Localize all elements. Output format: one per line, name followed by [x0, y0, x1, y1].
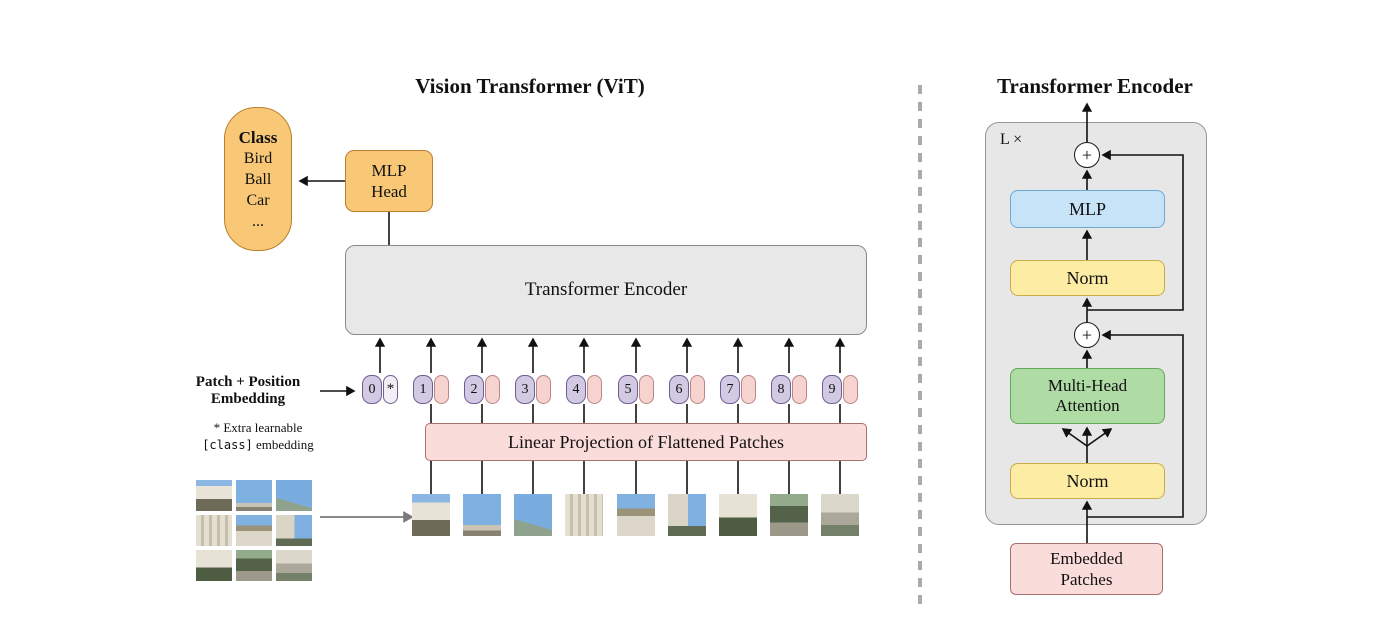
layer-repeat-label: L × — [1000, 131, 1023, 148]
embedded-patches-label: Patches — [1060, 570, 1113, 589]
patch-embedding-pill — [434, 375, 449, 404]
token-group-7: 7 — [720, 375, 756, 404]
vit-title: Vision Transformer (ViT) — [415, 74, 645, 98]
transformer-encoder-label: Transformer Encoder — [524, 279, 688, 300]
patch-embedding-pill — [639, 375, 654, 404]
class-item: ... — [251, 212, 264, 230]
grid-patch — [196, 515, 232, 546]
grid-patch — [236, 515, 272, 546]
class-item: Ball — [244, 170, 272, 188]
embedded-patches-label: Embedded — [1050, 549, 1123, 568]
position-embedding-pill: 1 — [413, 375, 433, 404]
position-embedding-pill: 7 — [720, 375, 740, 404]
patch-embedding-pill — [536, 375, 551, 404]
position-embedding-pill: 3 — [515, 375, 535, 404]
class-item: Bird — [243, 149, 273, 167]
token-group-9: 9 — [822, 375, 858, 404]
patch-embedding-pill — [792, 375, 807, 404]
token-arrows — [374, 337, 846, 373]
norm-box-top: Norm — [1010, 260, 1165, 296]
token-group-1: 1 — [413, 375, 449, 404]
norm-label: Norm — [1066, 471, 1109, 491]
mlp-head-label: Head — [371, 182, 407, 201]
image-patch — [617, 494, 655, 536]
grid-patch — [276, 550, 312, 581]
position-embedding-pill: 6 — [669, 375, 689, 404]
embedded-patches-box: Embedded Patches — [1010, 543, 1163, 595]
grid-patch — [236, 480, 272, 511]
position-embedding-pill: 5 — [618, 375, 638, 404]
image-patch — [668, 494, 706, 536]
patch-projection-lines — [430, 461, 841, 494]
token-group-2: 2 — [464, 375, 500, 404]
patch-embedding-pill — [690, 375, 705, 404]
token-group-0: 0 * — [362, 375, 398, 404]
norm-label: Norm — [1066, 268, 1109, 288]
grid-patch — [276, 515, 312, 546]
patch-embedding-pill — [843, 375, 858, 404]
image-patch — [514, 494, 552, 536]
residual-add-circle-bottom: + — [1074, 322, 1100, 348]
grid-patch — [276, 480, 312, 511]
token-group-5: 5 — [618, 375, 654, 404]
mlp-box: MLP — [1010, 190, 1165, 228]
token-group-8: 8 — [771, 375, 807, 404]
token-group-6: 6 — [669, 375, 705, 404]
mha-label: Attention — [1055, 396, 1120, 415]
grid-patch — [236, 550, 272, 581]
mha-label: Multi-Head — [1047, 376, 1128, 395]
token-group-3: 3 — [515, 375, 551, 404]
position-embedding-pill: 2 — [464, 375, 484, 404]
source-image-patch-grid — [196, 480, 312, 581]
linear-projection-label: Linear Projection of Flattened Patches — [508, 431, 784, 452]
grid-patch — [196, 480, 232, 511]
class-labels-bubble: Class Bird Ball Car ... — [224, 107, 292, 251]
mlp-head-box: MLP Head — [345, 150, 433, 212]
transformer-encoder-box: Transformer Encoder — [345, 245, 867, 335]
position-embedding-pill: 9 — [822, 375, 842, 404]
class-token-code: [class] — [202, 438, 253, 452]
class-embedding-note: * Extra learnable [class] embedding — [202, 420, 314, 452]
class-bubble-header: Class — [238, 127, 278, 147]
class-embedding-pill: * — [383, 375, 398, 404]
image-patch — [719, 494, 757, 536]
patch-position-embedding-label: Patch + Position Embedding — [195, 374, 301, 407]
image-patch — [412, 494, 450, 536]
image-patch — [770, 494, 808, 536]
token-projection-lines — [430, 404, 841, 423]
norm-box-bottom: Norm — [1010, 463, 1165, 499]
image-patch — [565, 494, 603, 536]
left-diagram-wires — [298, 175, 846, 523]
linear-projection-box: Linear Projection of Flattened Patches — [425, 423, 867, 461]
patch-embedding-pill — [741, 375, 756, 404]
patch-embedding-pill — [485, 375, 500, 404]
position-embedding-pill: 8 — [771, 375, 791, 404]
token-group-4: 4 — [566, 375, 602, 404]
image-patch — [463, 494, 501, 536]
mlp-head-label: MLP — [371, 161, 407, 180]
class-item: Car — [246, 191, 270, 209]
position-embedding-pill: 0 — [362, 375, 382, 404]
grid-patch — [196, 550, 232, 581]
image-patch — [821, 494, 859, 536]
multi-head-attention-box: Multi-Head Attention — [1010, 368, 1165, 424]
position-embedding-pill: 4 — [566, 375, 586, 404]
residual-add-circle-top: + — [1074, 142, 1100, 168]
encoder-title: Transformer Encoder — [997, 74, 1193, 98]
patch-embedding-pill — [587, 375, 602, 404]
mlp-label: MLP — [1068, 199, 1106, 219]
